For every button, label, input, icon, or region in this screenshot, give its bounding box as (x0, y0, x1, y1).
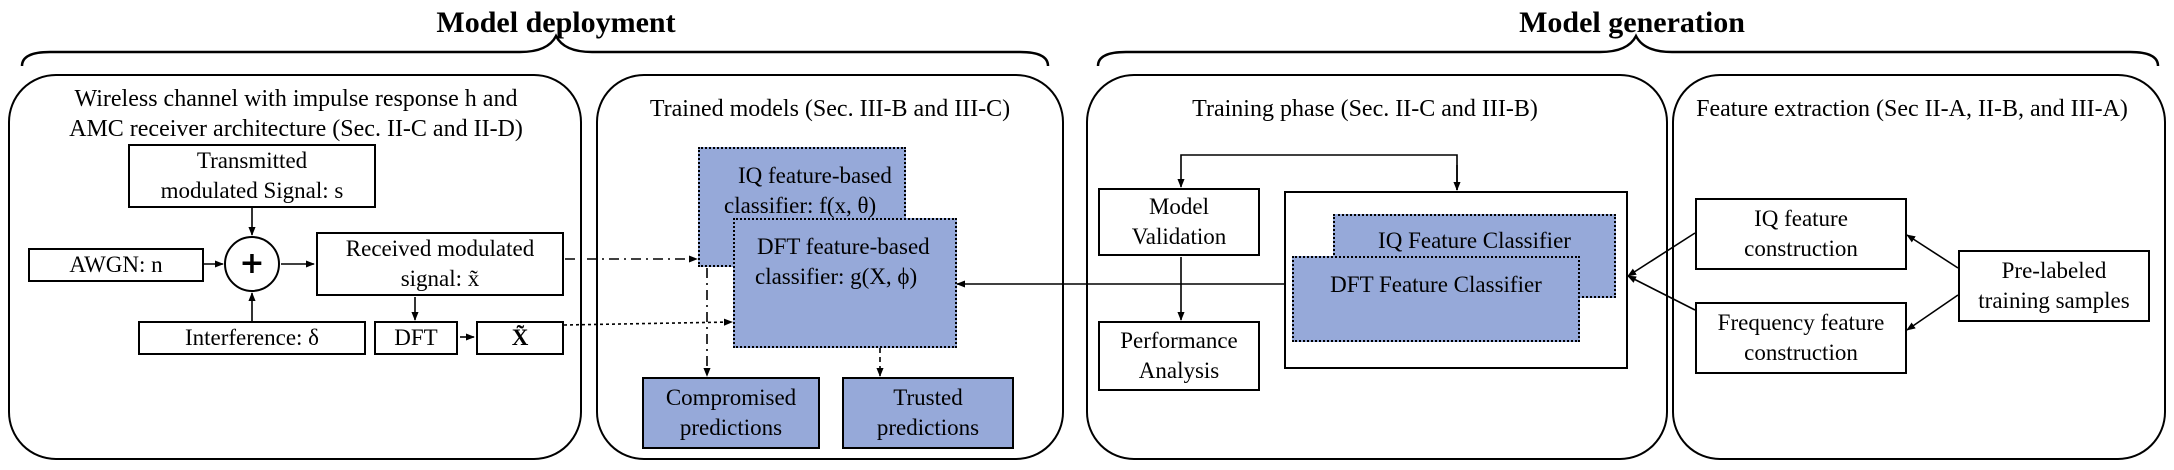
dft-feature-classifier-box: DFT Feature Classifier (1292, 256, 1580, 342)
trusted-line1: Trusted (893, 385, 963, 411)
dft-box: DFT (374, 321, 458, 355)
interference-box: Interference: δ (138, 321, 366, 355)
wireless-title-line2: AMC receiver architecture (Sec. II-C and… (69, 116, 523, 142)
performance-analysis-box: Performance Analysis (1098, 321, 1260, 391)
received-signal-box: Received modulated signal: x̃ (316, 232, 564, 296)
feature-panel-title: Feature extraction (Sec II-A, II-B, and … (1696, 96, 2128, 122)
arrow-xtilde-to-dft (563, 318, 733, 326)
trusted-predictions-box: Trusted predictions (842, 377, 1014, 449)
panel-trained-models (596, 74, 1064, 460)
panel-training-phase (1086, 74, 1668, 460)
iq-construction-line1: IQ feature (1754, 206, 1848, 232)
header-generation: Model generation (1519, 6, 1745, 39)
transmitted-line1: Transmitted (196, 148, 308, 174)
arrow-iq-construction-to-training (1627, 232, 1696, 277)
x-tilde-box: X̃ (476, 321, 564, 355)
adder-node: + (224, 236, 280, 292)
panel-feature-extraction (1672, 74, 2166, 460)
frequency-feature-construction-box: Frequency feature construction (1695, 302, 1907, 374)
validation-line1: Model (1148, 194, 1210, 220)
compromised-line1: Compromised (665, 385, 797, 411)
trusted-line2: predictions (876, 415, 980, 440)
wireless-title-line1: Wireless channel with impulse response h… (74, 86, 518, 112)
wireless-panel-title: Wireless channel with impulse response h… (69, 84, 523, 144)
dft-classifier-line1: DFT feature-based (757, 234, 930, 259)
transmitted-line2: modulated Signal: s (160, 178, 344, 203)
training-panel-title: Training phase (Sec. II-C and III-B) (1192, 96, 1538, 122)
prelabeled-line1: Pre-labeled (2001, 258, 2107, 284)
dft-classifier-line2: classifier: g(X, ϕ) (755, 263, 918, 289)
header-deployment: Model deployment (436, 6, 676, 39)
iq-classifier-line2: classifier: f(x, θ) (724, 192, 877, 218)
model-validation-box: Model Validation (1098, 188, 1260, 256)
received-line1: Received modulated (345, 236, 535, 262)
iq-classifier-line1: IQ feature-based (738, 163, 892, 188)
iq-construction-line2: construction (1744, 236, 1858, 261)
trained-panel-title: Trained models (Sec. III-B and III-C) (649, 96, 1011, 122)
dft-classifier-box: DFT feature-based classifier: g(X, ϕ) (733, 218, 957, 348)
received-line2: signal: x̃ (400, 266, 480, 291)
transmitted-signal-box: Transmitted modulated Signal: s (128, 144, 376, 208)
validation-line2: Validation (1131, 224, 1227, 249)
compromised-predictions-box: Compromised predictions (642, 377, 820, 449)
arrow-freq-construction-to-training (1627, 275, 1696, 311)
compromised-line2: predictions (679, 415, 783, 440)
prelabeled-samples-box: Pre-labeled training samples (1958, 250, 2150, 322)
prelabeled-line2: training samples (1978, 288, 2130, 313)
deployment-brace (20, 33, 1050, 67)
panel-wireless-channel (8, 74, 582, 460)
iq-feature-construction-box: IQ feature construction (1695, 198, 1907, 270)
freq-construction-line2: construction (1744, 340, 1858, 365)
arrow-prelabeled-to-freq (1906, 294, 1959, 331)
generation-brace (1096, 33, 2160, 67)
freq-construction-line1: Frequency feature (1717, 310, 1885, 336)
awgn-box: AWGN: n (28, 248, 204, 282)
arrow-prelabeled-to-iq (1906, 234, 1959, 269)
performance-line2: Analysis (1138, 358, 1220, 383)
performance-line1: Performance (1120, 328, 1238, 354)
